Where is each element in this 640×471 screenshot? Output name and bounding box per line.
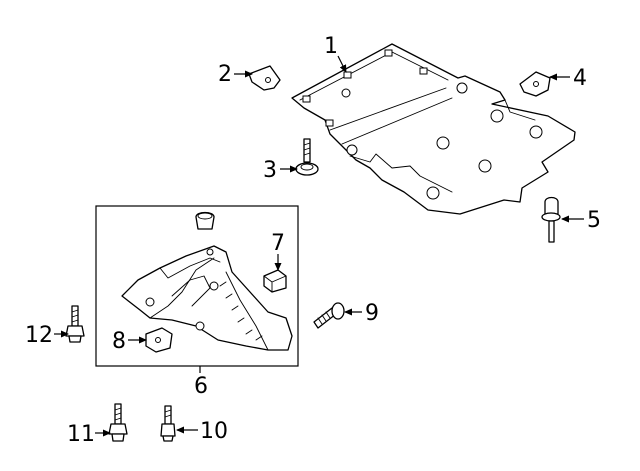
callout-3: 3 (263, 158, 277, 183)
bracket-assembly-box (95, 205, 299, 367)
push-pin-5 (541, 196, 561, 243)
flange-bolt-12 (65, 305, 85, 343)
callout-6: 6 (194, 374, 208, 399)
clip-nut-8 (145, 327, 173, 353)
callout-4: 4 (573, 66, 587, 91)
callout-5: 5 (587, 208, 601, 233)
flange-bolt-11 (108, 403, 128, 442)
leader-1 (337, 55, 347, 73)
callout-9: 9 (365, 301, 379, 326)
under-cover-plate (291, 43, 576, 215)
callout-11: 11 (67, 422, 95, 447)
screw-9 (313, 302, 345, 329)
callout-1: 1 (324, 34, 338, 59)
clip-7 (263, 269, 287, 293)
callout-12: 12 (25, 323, 53, 348)
callout-10: 10 (200, 419, 228, 444)
bracket-6 (121, 211, 293, 351)
bolt-10 (160, 405, 176, 442)
flange-bolt-3 (295, 138, 319, 176)
clip-nut-4 (519, 71, 551, 97)
callout-2: 2 (218, 62, 232, 87)
callout-7: 7 (271, 231, 285, 256)
callout-8: 8 (112, 329, 126, 354)
clip-nut-2 (248, 65, 281, 91)
